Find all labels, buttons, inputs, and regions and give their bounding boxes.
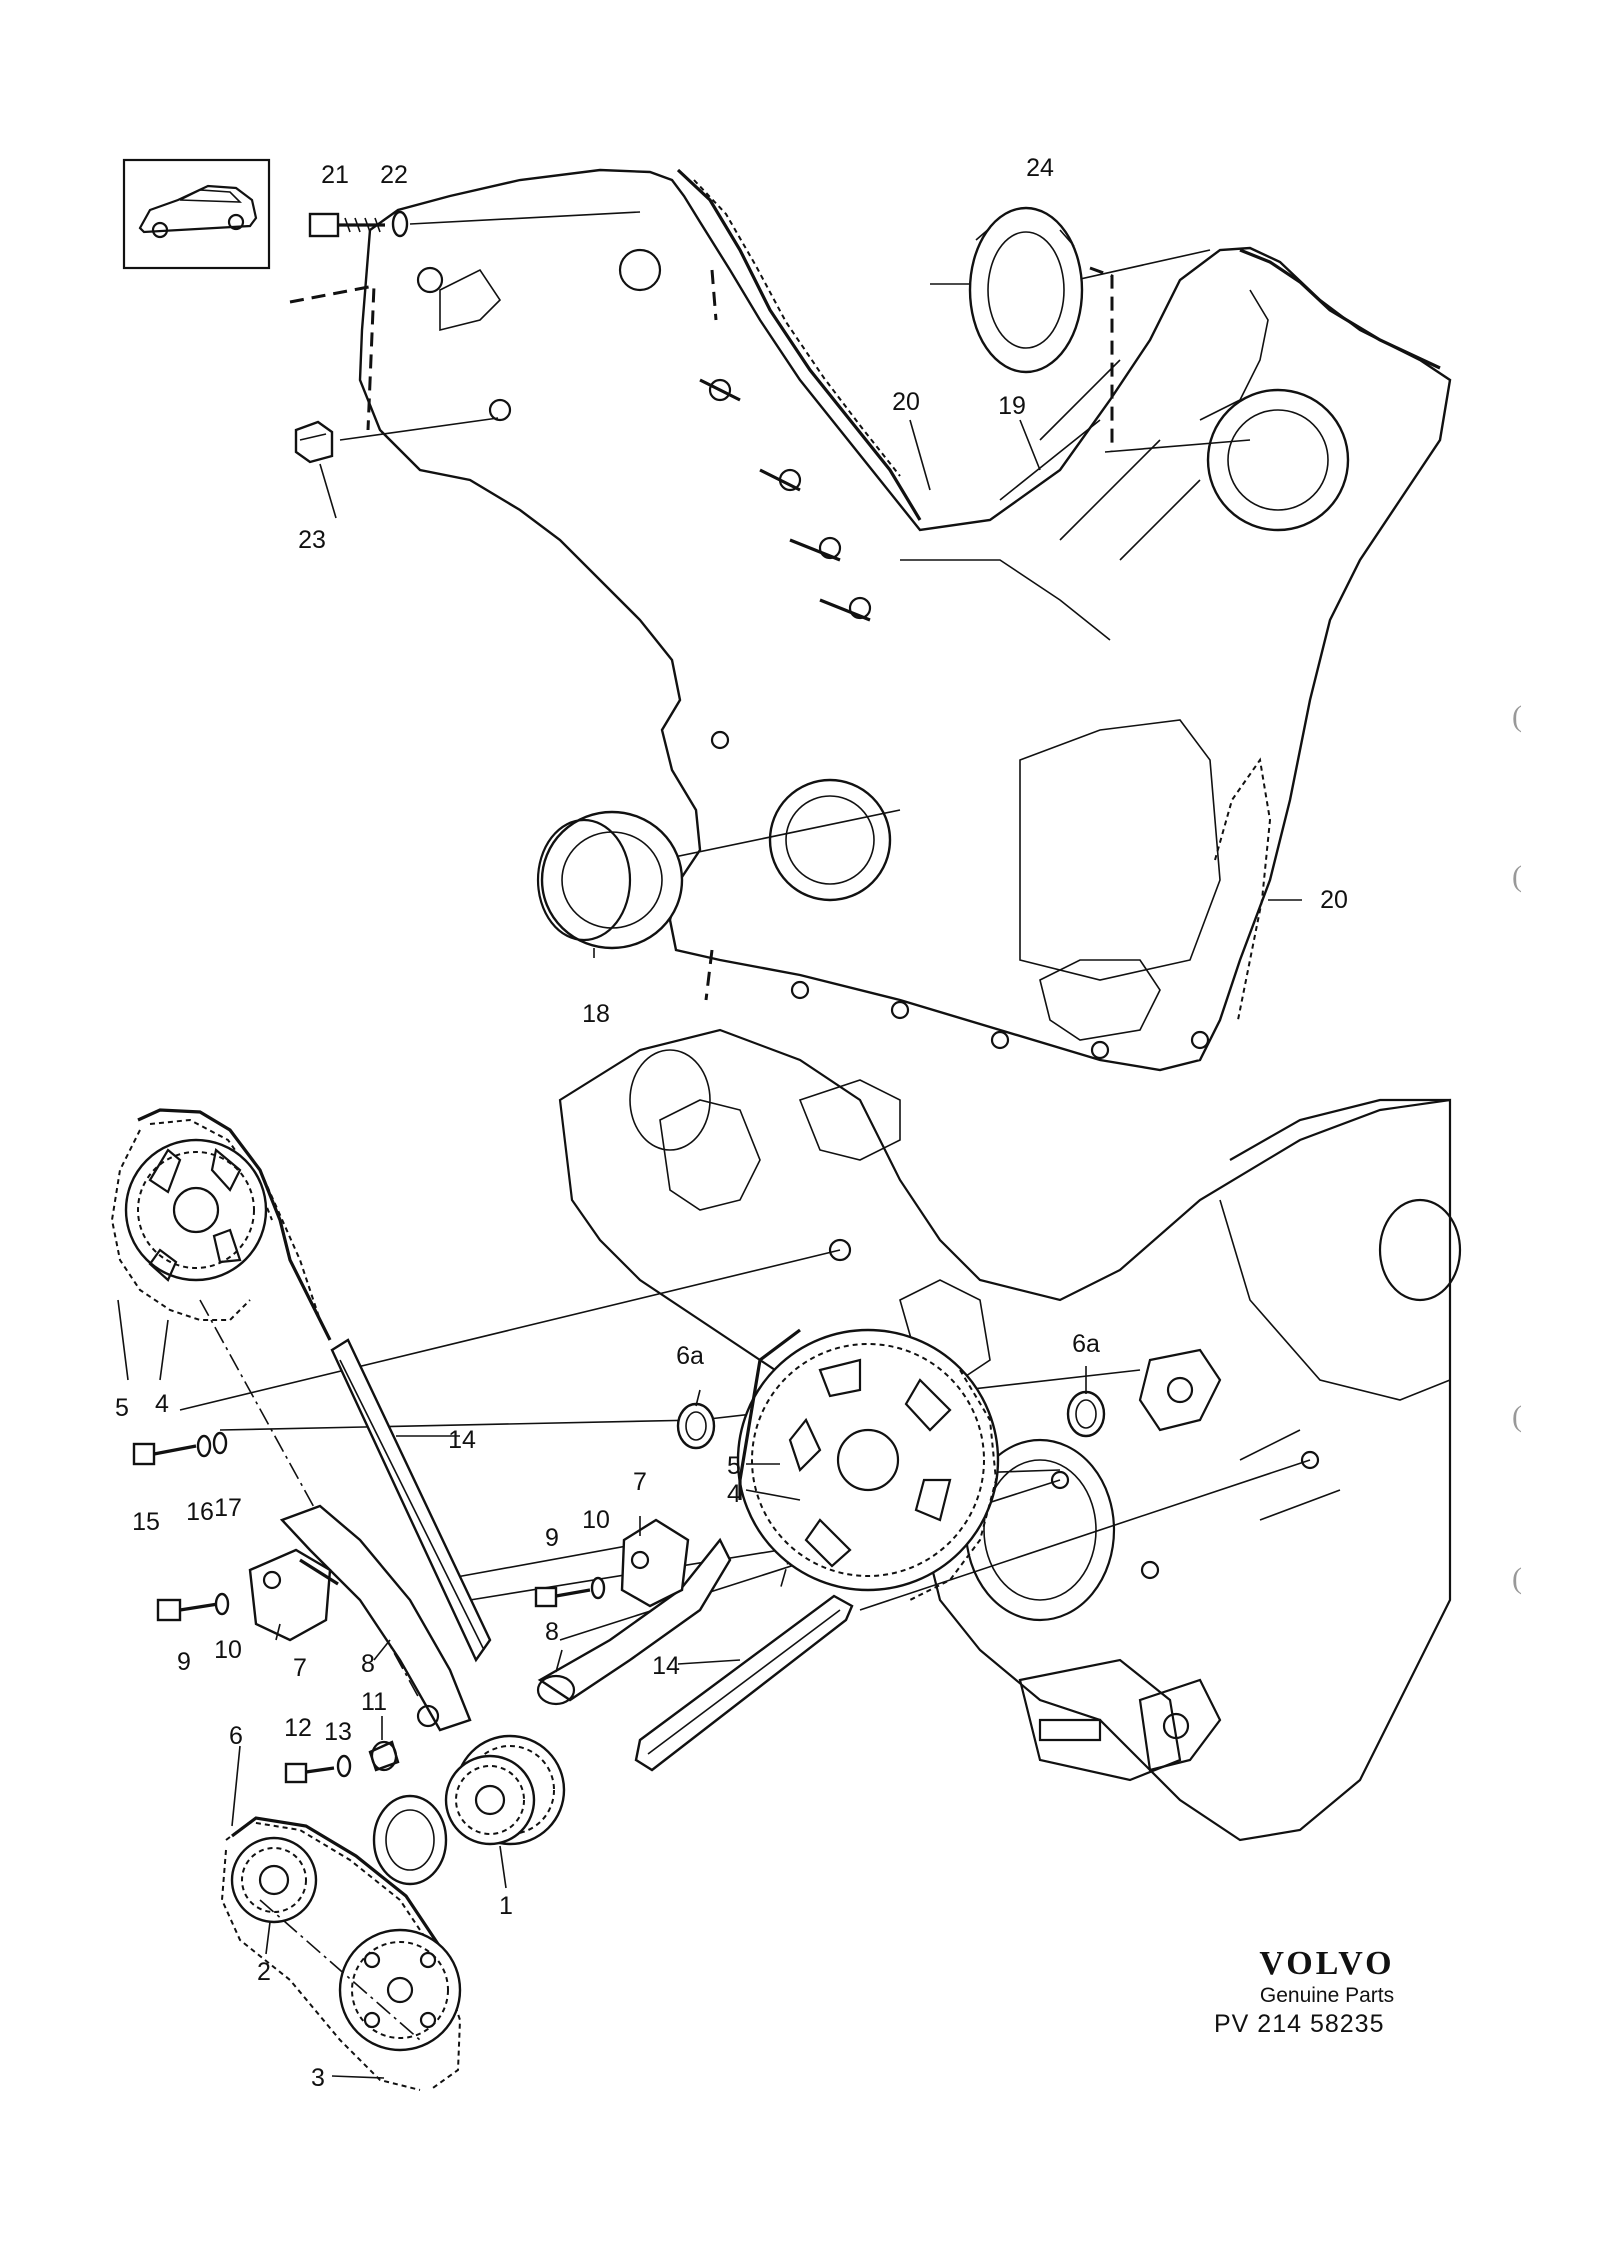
margin-mark-1: ( xyxy=(1512,700,1522,733)
callout-9-right: 9 xyxy=(545,1524,559,1552)
callout-6: 6 xyxy=(229,1722,243,1750)
chain-6 xyxy=(220,1816,462,2091)
tensioner-7-right xyxy=(620,1518,690,1608)
diagram-reference-number: PV 214 58235 xyxy=(1214,2010,1385,2038)
callout-1: 1 xyxy=(499,1892,513,1920)
callout-23: 23 xyxy=(298,526,326,554)
margin-mark-3: ( xyxy=(1512,1400,1522,1433)
callout-18: 18 xyxy=(582,1000,610,1028)
spacer-11 xyxy=(368,1740,400,1772)
callout-10-left: 10 xyxy=(214,1636,242,1664)
assembly-guide-24 xyxy=(1089,266,1114,452)
margin-mark-2: ( xyxy=(1512,860,1522,893)
sprocket-2 xyxy=(230,1836,318,1924)
callout-16: 16 xyxy=(186,1498,214,1526)
bolt-9-left xyxy=(156,1598,219,1622)
callout-13: 13 xyxy=(324,1718,352,1746)
callout-4-right: 4 xyxy=(727,1480,741,1508)
right-cam-sprocket-4 xyxy=(736,1328,1000,1601)
callout-7-right: 7 xyxy=(633,1468,647,1496)
callout-labels: 21 22 24 20 19 23 20 18 5 4 6a 6a 14 5 4… xyxy=(115,154,1348,2092)
callout-20-top: 20 xyxy=(892,388,920,416)
crank-seal xyxy=(372,1794,448,1886)
callout-19: 19 xyxy=(998,392,1026,420)
seal-6a-right xyxy=(1066,1390,1106,1438)
washer-22 xyxy=(391,210,409,238)
bolt-15 xyxy=(132,1442,197,1466)
callout-8-left: 8 xyxy=(361,1650,375,1678)
callout-7-left: 7 xyxy=(293,1654,307,1682)
timing-cover xyxy=(358,168,1452,1072)
bolt-12 xyxy=(284,1762,335,1784)
engine-block xyxy=(558,1028,1462,1842)
margin-mark-4: ( xyxy=(1512,1562,1522,1595)
callout-6a-right: 6a xyxy=(1072,1330,1100,1358)
callout-20-right: 20 xyxy=(1320,886,1348,914)
callout-15: 15 xyxy=(132,1508,160,1536)
crank-sprocket-1 xyxy=(444,1734,566,1846)
callout-6a-left: 6a xyxy=(676,1342,704,1370)
washer-17 xyxy=(212,1431,228,1455)
washer-10-left xyxy=(214,1592,230,1616)
washer-10-right xyxy=(590,1576,606,1600)
callout-5-left: 5 xyxy=(115,1394,129,1422)
callout-5-right: 5 xyxy=(727,1452,741,1480)
bolt-21 xyxy=(308,212,385,238)
callout-21: 21 xyxy=(321,161,349,189)
washer-16 xyxy=(196,1434,212,1458)
callout-14-right: 14 xyxy=(652,1652,680,1680)
bolt-9-right xyxy=(534,1586,591,1608)
callout-8-right: 8 xyxy=(545,1618,559,1646)
callout-9-left: 9 xyxy=(177,1648,191,1676)
left-cam-sprocket-4 xyxy=(110,1108,332,1341)
callout-2: 2 xyxy=(257,1958,271,1986)
seal-24 xyxy=(968,206,1084,374)
vehicle-thumbnail xyxy=(122,158,271,270)
plug-23 xyxy=(294,420,334,464)
brand-tagline: Genuine Parts xyxy=(1259,1984,1395,2007)
seal-6a-left xyxy=(676,1402,716,1450)
callout-11: 11 xyxy=(361,1688,387,1716)
callout-14-left: 14 xyxy=(448,1426,476,1454)
sprocket-3 xyxy=(338,1928,462,2052)
chain-guide-14-left xyxy=(330,1338,492,1663)
callout-4-left: 4 xyxy=(155,1390,169,1418)
assembly-guide-20 xyxy=(710,269,718,321)
callout-3: 3 xyxy=(311,2064,325,2092)
axis-line-2-3 xyxy=(259,1899,421,2041)
seal-18 xyxy=(536,810,684,950)
assembly-guide-21 xyxy=(289,284,376,431)
callout-17: 17 xyxy=(214,1494,242,1522)
tensioner-rail-8-left xyxy=(279,1504,472,1732)
chain-guide-14-right xyxy=(634,1594,854,1772)
callout-12: 12 xyxy=(284,1714,312,1742)
callout-22: 22 xyxy=(380,161,408,189)
tensioner-rail-8-right xyxy=(536,1537,732,1706)
brand-logo: VOLVO xyxy=(1259,1945,1395,1982)
callout-10-right: 10 xyxy=(582,1506,610,1534)
assembly-guide-bottom xyxy=(704,949,714,1001)
washer-13 xyxy=(336,1754,352,1778)
tensioner-7-left xyxy=(248,1548,339,1642)
brand-block: VOLVO Genuine Parts xyxy=(1222,1945,1432,2009)
callout-24: 24 xyxy=(1026,154,1054,182)
lower-leader-lines xyxy=(117,463,1087,2079)
